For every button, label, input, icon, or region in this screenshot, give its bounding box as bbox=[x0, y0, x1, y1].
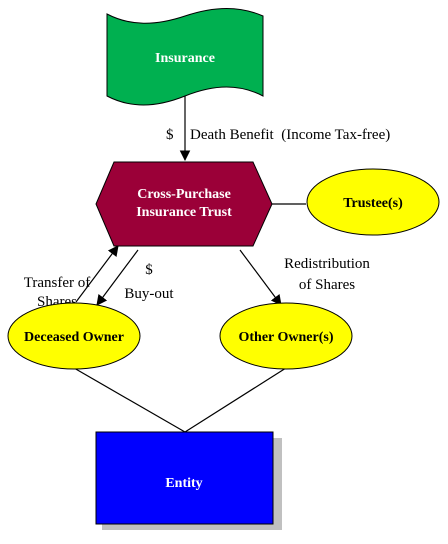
redistribution-arrow bbox=[239, 249, 282, 306]
insurance-shape bbox=[106, 8, 264, 106]
deceased-owner-shape bbox=[7, 302, 141, 370]
death-benefit-label: Death Benefit (Income Tax-free) bbox=[190, 127, 390, 143]
trustee-node: Trustee(s) bbox=[306, 168, 440, 236]
redistribution-label-line2: of Shares bbox=[299, 277, 355, 293]
trustee-shape bbox=[306, 168, 440, 236]
insurance-node: Insurance bbox=[106, 8, 264, 106]
entity-node: Entity bbox=[95, 431, 282, 530]
buyout-label-line2: Buy-out bbox=[124, 286, 174, 302]
entity-shape bbox=[95, 431, 274, 525]
death-benefit-symbol: $ bbox=[166, 127, 174, 143]
deceased-entity-connector bbox=[73, 367, 186, 433]
trust-shape bbox=[95, 161, 273, 247]
insurance-label: Insurance bbox=[155, 51, 215, 66]
connectors bbox=[73, 96, 306, 433]
entity-label: Entity bbox=[165, 476, 202, 491]
other-entity-connector bbox=[184, 367, 287, 433]
trustee-label: Trustee(s) bbox=[343, 196, 403, 211]
trust-node: Cross-Purchase Insurance Trust bbox=[95, 161, 273, 247]
trust-label-line1: Cross-Purchase bbox=[137, 187, 231, 202]
other-owners-node: Other Owner(s) bbox=[219, 302, 353, 370]
deceased-owner-node: Deceased Owner bbox=[7, 302, 141, 370]
buyout-label-line1: $ bbox=[145, 262, 153, 278]
trust-label-line2: Insurance Trust bbox=[136, 205, 232, 220]
transfer-label-line1: Transfer of bbox=[24, 275, 91, 291]
transfer-shares-arrow bbox=[75, 245, 119, 303]
other-owners-label: Other Owner(s) bbox=[239, 330, 334, 345]
redistribution-label-line1: Redistribution bbox=[284, 256, 370, 272]
other-owners-shape bbox=[219, 302, 353, 370]
buyout-arrow bbox=[96, 249, 139, 306]
deceased-owner-label: Deceased Owner bbox=[24, 330, 124, 345]
